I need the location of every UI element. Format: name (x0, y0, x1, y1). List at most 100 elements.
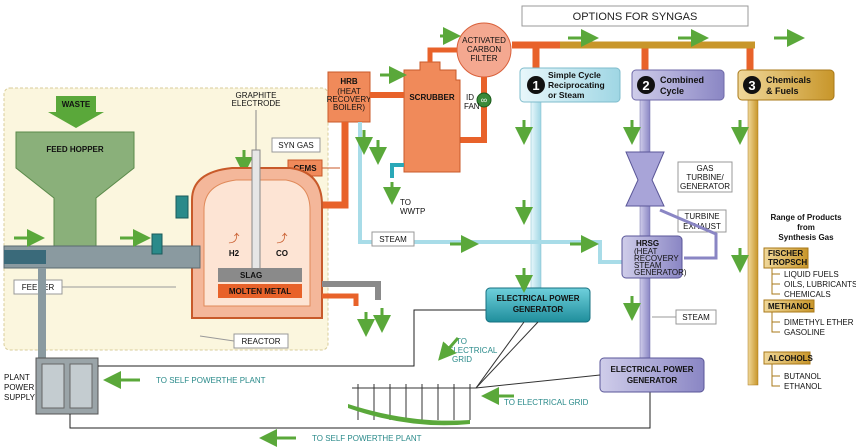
alcohols-item-1: BUTANOL (784, 372, 822, 381)
products-heading-1: Range of Products (770, 213, 842, 222)
option3-label-2: & Fuels (766, 86, 799, 96)
ft-bracket (771, 268, 780, 295)
steam-label-1: STEAM (379, 235, 407, 244)
products-heading-3: Synthesis Gas (778, 233, 834, 242)
co-label: CO (276, 249, 288, 258)
epg2-label-2: GENERATOR (627, 376, 678, 385)
power-label-3: SUPPLY (4, 393, 36, 402)
option3-stem (747, 69, 759, 386)
epg2-label-1: ELECTRICAL POWER (611, 365, 694, 374)
option1-stem (530, 69, 542, 289)
methanol-name: METHANOL (768, 302, 813, 311)
grid-label-2: TO ELECTRICAL GRID (504, 398, 589, 407)
id-fan-icon: ∞ (481, 95, 487, 105)
hrb-sub-3: BOILER) (333, 103, 365, 112)
h2-label: H2 (229, 249, 240, 258)
option2-label-2: Cycle (660, 86, 684, 96)
molten-label: MOLTEN METAL (229, 287, 291, 296)
waste-label: WASTE (62, 100, 91, 109)
steam-label-2: STEAM (682, 313, 710, 322)
carbon-filter-label-2: CARBON (467, 45, 501, 54)
hrb-sub-1: (HEAT (337, 87, 361, 96)
gas-turbine (625, 151, 665, 207)
hrb-box (327, 71, 371, 123)
turbine-exhaust-label-1: TURBINE (684, 212, 719, 221)
reactor-label: REACTOR (242, 337, 281, 346)
scrubber-drain (390, 163, 404, 178)
methanol-box (763, 299, 815, 313)
wire-epg1-power (98, 309, 486, 367)
graphite-label-1: GRAPHITE (236, 91, 277, 100)
methanol-bracket (771, 312, 780, 333)
slag-layer (218, 268, 302, 282)
ft-item-1: LIQUID FUELS (784, 270, 839, 279)
syngas-box (271, 137, 321, 153)
electrode (251, 149, 261, 273)
syngas-label: SYN GAS (278, 141, 314, 150)
option1-label-3: or Steam (548, 90, 585, 100)
steam-pipe-hrb (358, 122, 645, 264)
alcohols-box (763, 351, 811, 365)
syngas-main-pipe (512, 41, 754, 70)
option1-label-2: Reciprocating (548, 80, 605, 90)
wire-epg2-power (69, 390, 651, 429)
waste-arrow-head (48, 112, 104, 128)
reactor-pointer (199, 335, 235, 342)
grid-swoosh (348, 404, 470, 426)
self-power-label-2: TO SELF POWERTHE PLANT (312, 434, 422, 443)
slag-label: SLAG (240, 271, 262, 280)
alcohols-name: ALCOHOLS (768, 354, 814, 363)
graphite-label-2: ELECTRODE (232, 99, 281, 108)
option3-num: 3 (748, 78, 755, 93)
alcohols-bracket (771, 364, 780, 387)
option1-label-1: Simple Cycle (548, 70, 601, 80)
epg2-box (599, 357, 705, 393)
power-supply-panel-2 (69, 363, 93, 409)
molten-layer (218, 284, 302, 298)
option2-header (631, 69, 725, 101)
feed-hopper-label: FEED HOPPER (46, 145, 104, 154)
steam-box-1 (371, 231, 415, 247)
option2-stem (639, 69, 651, 361)
title-box (521, 5, 749, 27)
arrow-grid-1 (438, 337, 460, 361)
power-label-1: PLANT (4, 373, 30, 382)
id-fan (476, 92, 492, 108)
pipe-scrubber-filter (427, 47, 457, 62)
id-fan-label-2: FAN (464, 102, 480, 111)
transmission-towers (352, 321, 601, 420)
ram (4, 250, 46, 264)
wwtp-label-1: TO (400, 198, 411, 207)
hrsg-sub-3: STEAM (634, 261, 662, 270)
epg1-label-1: ELECTRICAL POWER (497, 294, 580, 303)
epg1-label-2: GENERATOR (513, 305, 564, 314)
wwtp-label-2: WWTP (400, 207, 425, 216)
option3-badge (743, 76, 761, 94)
hrsg-sub-1: (HEAT (634, 247, 658, 256)
hrb-label: HRB (340, 77, 358, 86)
metal-tap (322, 293, 359, 306)
carbon-filter-label-1: ACTIVATED (462, 36, 506, 45)
waste-arrow-body (56, 96, 96, 112)
ft-item-2: OILS, LUBRICANTS (784, 280, 856, 289)
slag-tap (322, 281, 381, 300)
products-heading-2: from (797, 223, 815, 232)
gas-turbine-label-2: TURBINE/ (686, 173, 724, 182)
option2-badge (637, 76, 655, 94)
grid-label-1c: GRID (452, 355, 472, 364)
hrsg-label: HRSG (636, 239, 659, 248)
co-arrow: ⤴ (277, 231, 288, 245)
scrubber (403, 61, 461, 173)
gas-turbine-box (677, 161, 733, 193)
gas-turbine-label-1: GAS (697, 164, 714, 173)
carbon-filter-label-3: FILTER (471, 54, 498, 63)
hrsg-box (621, 235, 683, 279)
power-label-2: POWER (4, 383, 34, 392)
option1-header (519, 67, 621, 103)
alcohols-item-2: ETHANOL (784, 382, 822, 391)
power-supply-panel-1 (41, 363, 65, 409)
hrb-sub-2: RECOVERY (327, 95, 372, 104)
self-power-label-1: TO SELF POWERTHE PLANT (156, 376, 266, 385)
